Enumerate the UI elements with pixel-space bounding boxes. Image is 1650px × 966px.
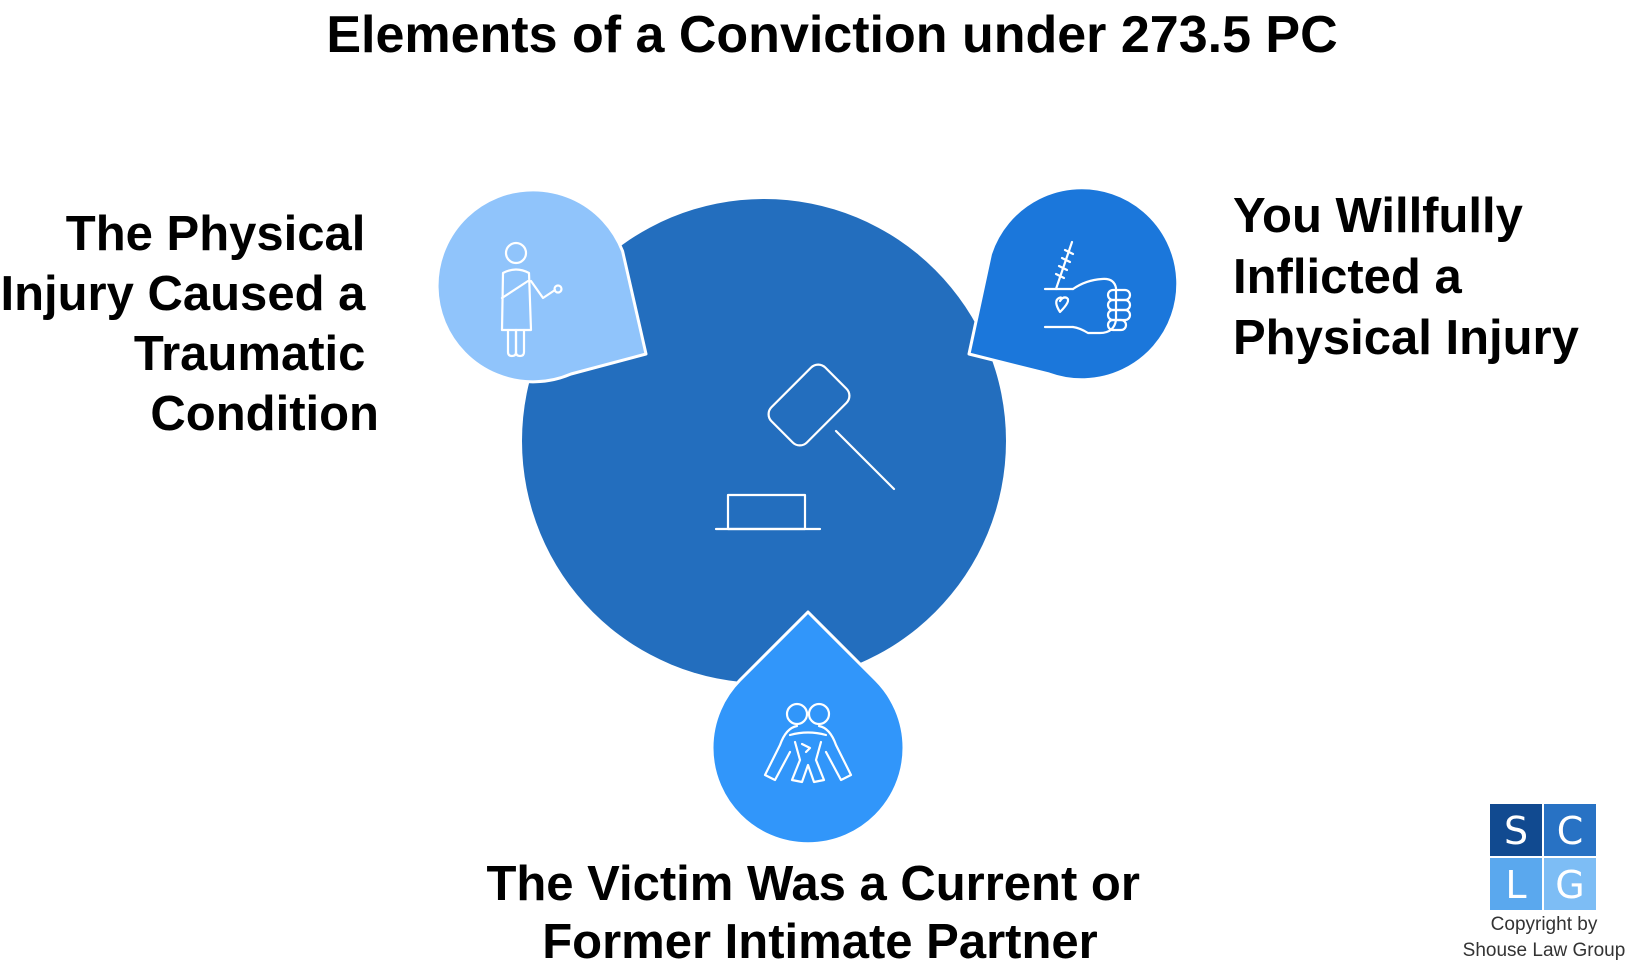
teardrop-right xyxy=(967,186,1180,382)
label-left-line: The Physical xyxy=(66,207,366,261)
logo-letter: C xyxy=(1557,809,1584,853)
logo-letter: L xyxy=(1505,863,1526,907)
logo-tile-s xyxy=(1490,804,1542,856)
copyright-line: Copyright by xyxy=(1491,914,1598,935)
injured-person-arm-sling-icon xyxy=(500,241,563,358)
couple-embracing-icon xyxy=(763,702,853,784)
teardrop-left xyxy=(435,188,648,384)
sclg-logo: S C L G Copyright by Shouse Law Group xyxy=(1463,804,1626,961)
page-title: Elements of a Conviction under 273.5 PC xyxy=(326,6,1337,64)
label-left-line: Condition xyxy=(150,387,379,441)
label-bottom-line: The Victim Was a Current or xyxy=(486,857,1140,911)
logo-letter: G xyxy=(1555,863,1584,907)
gavel-icon xyxy=(714,363,896,531)
label-right-line: Physical Injury xyxy=(1233,311,1579,365)
element-right xyxy=(967,186,1180,382)
logo-letter: S xyxy=(1504,809,1528,853)
logo-tile-c xyxy=(1544,804,1596,856)
label-right: You Willfully Inflicted a Physical Injur… xyxy=(1233,189,1579,365)
label-left-line: Injury Caused a xyxy=(0,267,366,321)
label-left-line: Traumatic xyxy=(134,327,365,381)
element-left xyxy=(435,188,648,384)
label-bottom-line: Former Intimate Partner xyxy=(542,915,1098,966)
teardrop-bottom xyxy=(710,610,906,846)
copyright-line: Shouse Law Group xyxy=(1463,940,1626,961)
label-bottom: The Victim Was a Current or Former Intim… xyxy=(486,857,1153,966)
logo-tile-g xyxy=(1544,858,1596,910)
label-right-line: Inflicted a xyxy=(1233,250,1462,304)
label-left: The Physical Injury Caused a Traumatic C… xyxy=(0,207,379,441)
center-circle xyxy=(522,199,1006,683)
logo-tile-l xyxy=(1490,858,1542,910)
label-right-line: You Willfully xyxy=(1233,189,1523,243)
element-bottom xyxy=(710,610,906,846)
clenched-fist-icon xyxy=(1043,240,1132,335)
